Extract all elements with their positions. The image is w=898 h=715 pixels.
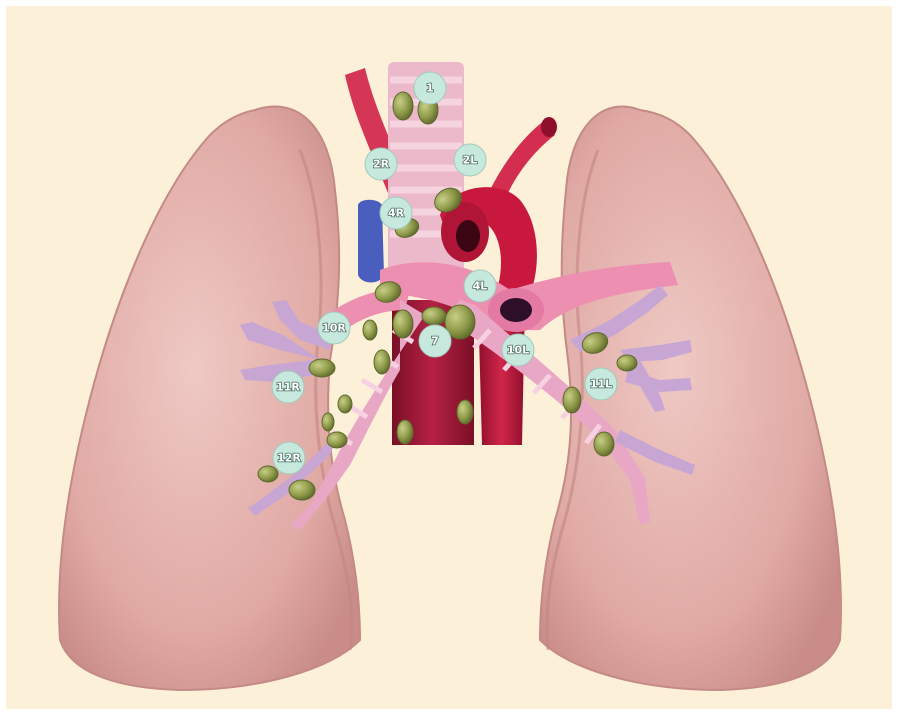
station-label-2l: 2L	[463, 154, 478, 167]
lymph-node	[397, 420, 413, 444]
station-label-2r: 2R	[373, 158, 390, 171]
lymph-node	[457, 400, 473, 424]
station-badge-11r: 11R	[272, 371, 304, 403]
lymph-node	[258, 466, 278, 482]
lymph-node	[393, 310, 413, 338]
lymph-node	[393, 92, 413, 120]
lymph-node	[338, 395, 352, 413]
station-label-11r: 11R	[276, 381, 300, 394]
lymph-node	[374, 350, 390, 374]
lymph-node	[594, 432, 614, 456]
lymph-node	[309, 359, 335, 377]
station-label-4r: 4R	[388, 207, 405, 220]
station-badge-2l: 2L	[454, 144, 486, 176]
station-badge-2r: 2R	[365, 148, 397, 180]
station-badge-4r: 4R	[380, 197, 412, 229]
station-label-10l: 10L	[507, 344, 529, 357]
station-badge-12r: 12R	[273, 442, 305, 474]
station-label-4l: 4L	[473, 280, 488, 293]
lymph-node	[327, 432, 347, 448]
station-label-11l: 11L	[590, 378, 612, 391]
station-label-1: 1	[426, 82, 434, 95]
station-badge-10l: 10L	[502, 334, 534, 366]
lymph-node	[289, 480, 315, 500]
lymph-node	[617, 355, 637, 371]
lymph-node	[563, 387, 581, 413]
lymph-node	[422, 307, 446, 325]
station-label-10r: 10R	[322, 322, 346, 335]
station-badge-4l: 4L	[464, 270, 496, 302]
station-badge-10r: 10R	[318, 312, 350, 344]
station-label-12r: 12R	[277, 452, 301, 465]
station-label-7: 7	[431, 335, 439, 348]
lymph-node	[363, 320, 377, 340]
station-badge-7: 7	[419, 325, 451, 357]
lymph-node	[322, 413, 334, 431]
station-badge-1: 1	[414, 72, 446, 104]
station-badge-11l: 11L	[585, 368, 617, 400]
